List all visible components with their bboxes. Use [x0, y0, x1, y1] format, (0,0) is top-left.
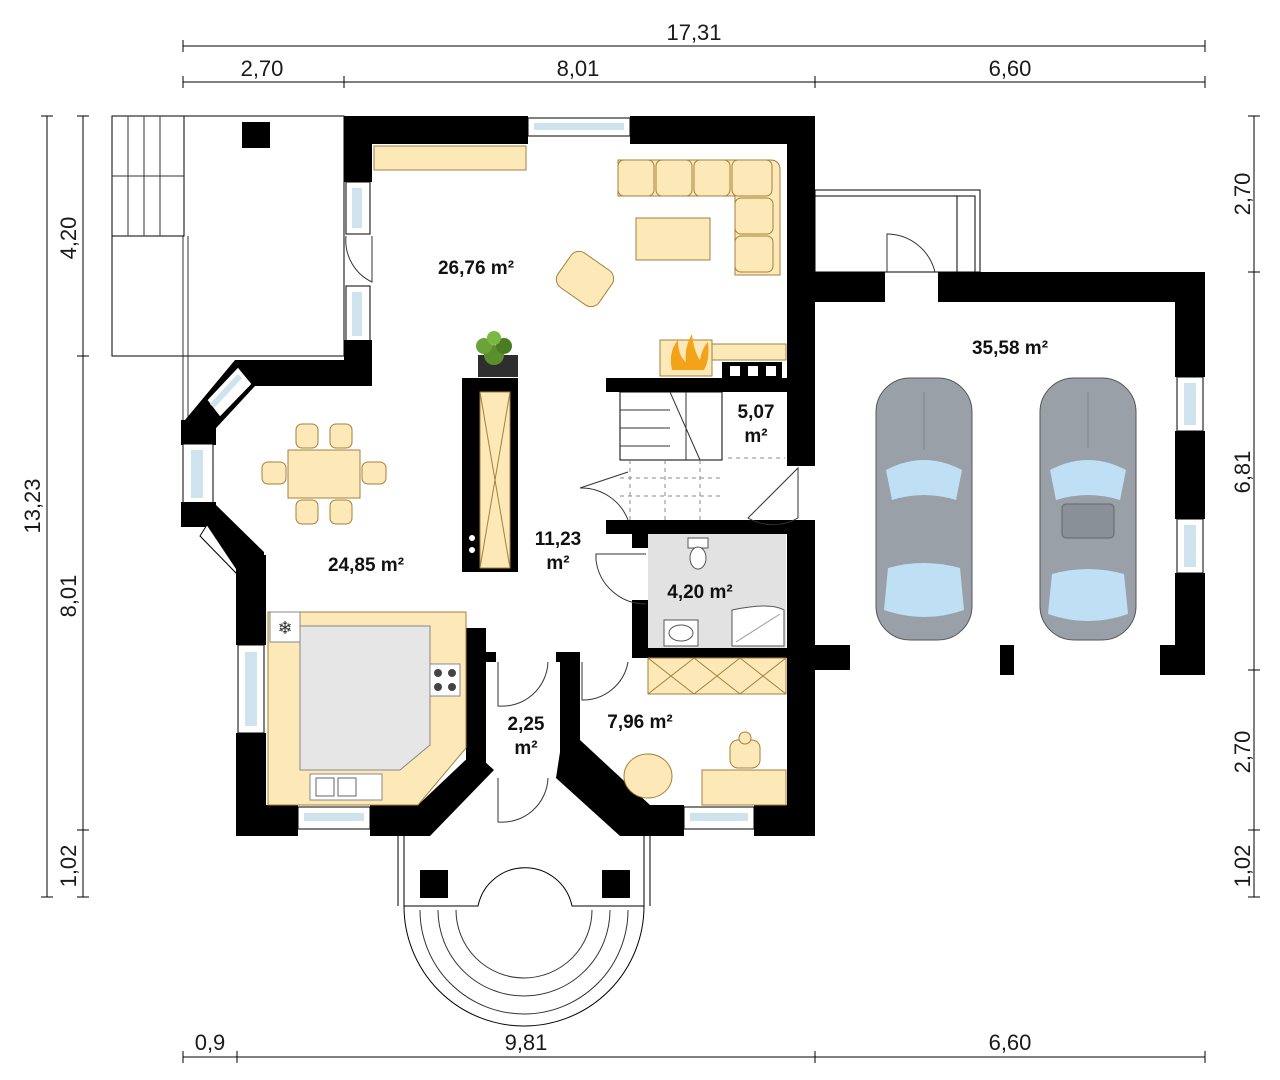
walls [181, 116, 815, 836]
label-garage: 35,58 m² [972, 338, 1048, 359]
label-living: 26,76 m² [438, 258, 514, 279]
office-armchair [623, 753, 673, 799]
office-cabinets [647, 657, 787, 695]
office-desk [701, 769, 787, 806]
armchair [555, 250, 615, 308]
label-bathroom: 4,20 m² [667, 582, 732, 603]
dim-right-seg-1: 2,70 [1230, 173, 1255, 216]
label-stairs-2: m² [744, 426, 767, 447]
svg-text:❄: ❄ [277, 618, 292, 639]
dim-bottom-seg-1: 0,9 [195, 1030, 226, 1055]
dim-left-total: 13,23 [20, 478, 45, 533]
stove-icon [429, 663, 461, 697]
dimension-bottom: 0,9 9,81 6,60 [182, 1030, 1206, 1063]
office-chair [729, 731, 761, 769]
car-icon [875, 377, 1137, 641]
entrance-porch [397, 836, 651, 1027]
dim-top-seg-1: 2,70 [241, 56, 284, 81]
dim-left-seg-1: 4,20 [56, 217, 81, 260]
car-left [875, 377, 973, 641]
dim-right-seg-2: 6,81 [1230, 451, 1255, 494]
label-dining: 24,85 m² [328, 555, 404, 576]
terrace-steps [111, 115, 185, 237]
label-hall-2: m² [546, 553, 569, 574]
corner-sofa [617, 159, 781, 276]
plant-icon [476, 331, 518, 377]
dim-top-seg-3: 6,60 [989, 56, 1032, 81]
kitchen-counter: ❄ [267, 611, 467, 806]
label-vestibule-2: m² [514, 738, 537, 759]
furniture: ❄ [261, 145, 787, 806]
garage [800, 189, 1205, 675]
dim-bottom-seg-2: 9,81 [505, 1030, 548, 1055]
room-labels: 26,76 m² 35,58 m² 24,85 m² 5,07 m² 11,23… [328, 258, 1048, 759]
sink-icon [663, 619, 699, 647]
dim-right-seg-3: 2,70 [1230, 731, 1255, 774]
kitchen-sink-icon [309, 773, 383, 801]
dim-left-seg-3: 1,02 [56, 845, 81, 888]
dim-right-seg-4: 1,02 [1230, 845, 1255, 888]
terrace-column [242, 122, 270, 148]
dim-top-seg-2: 8,01 [557, 56, 600, 81]
toilet-icon [687, 537, 709, 570]
dim-top-total: 17,31 [666, 20, 721, 45]
dim-bottom-seg-3: 6,60 [989, 1030, 1032, 1055]
coffee-table [635, 217, 711, 261]
doors [345, 235, 799, 823]
dimension-right: 2,70 6,81 2,70 1,02 [1230, 115, 1260, 898]
dim-left-seg-2: 8,01 [56, 575, 81, 618]
staircase [619, 391, 785, 520]
shower-icon [731, 605, 785, 647]
label-office: 7,96 m² [607, 712, 672, 733]
label-vestibule-1: 2,25 [508, 714, 545, 735]
car-right [1039, 377, 1137, 641]
bathroom-fixtures [648, 534, 786, 648]
dimension-left: 13,23 4,20 8,01 1,02 [20, 115, 89, 898]
fireplace-icon [659, 334, 787, 377]
dimension-top: 17,31 2,70 8,01 6,60 [182, 20, 1206, 88]
dining-table [261, 423, 387, 525]
terrace [111, 115, 345, 420]
label-stairs-1: 5,07 [738, 402, 775, 423]
label-hall-1: 11,23 [535, 529, 582, 550]
tall-cabinet [469, 391, 511, 569]
snowflake-icon [269, 611, 301, 643]
